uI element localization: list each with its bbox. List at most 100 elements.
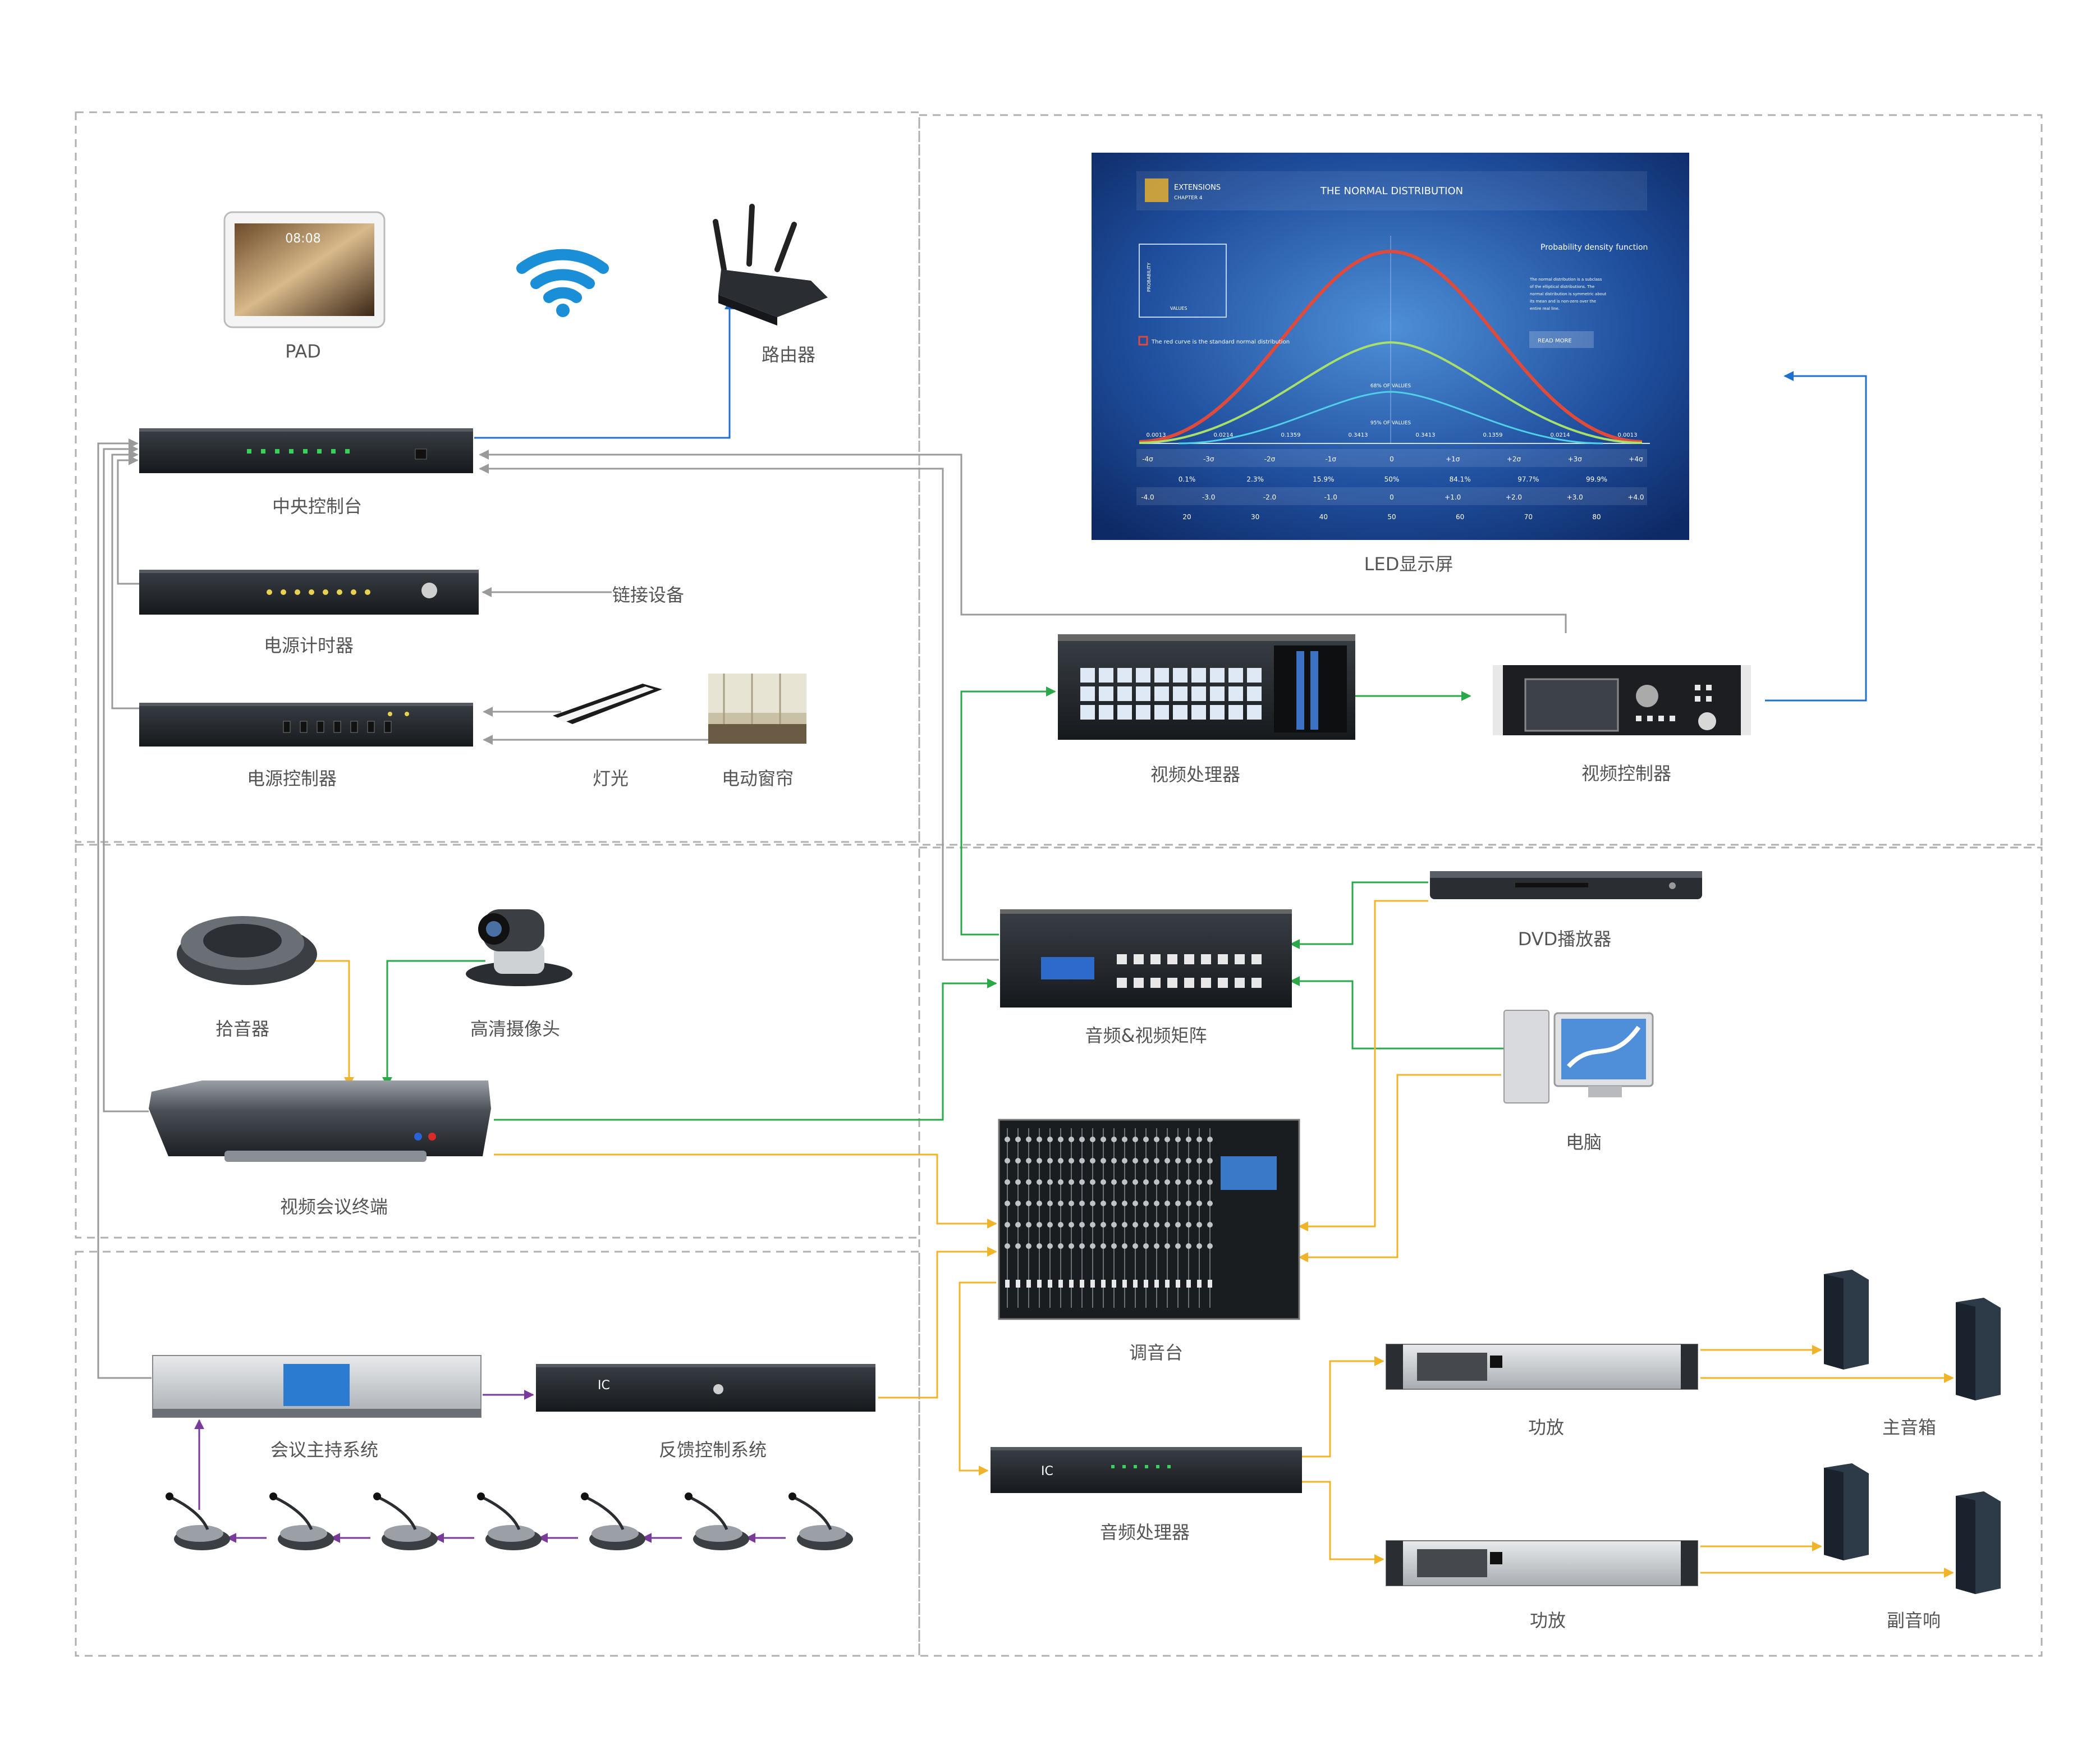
mixer-knob (1101, 1243, 1106, 1249)
screen-pct-label: 97.7% (1517, 475, 1539, 483)
matrix-key (1184, 978, 1194, 988)
mixer-knob (1111, 1222, 1117, 1228)
matrix-key (1167, 978, 1177, 988)
mixer-knob (1143, 1137, 1149, 1142)
microphone-icon (788, 1492, 853, 1550)
mixer-fader (1016, 1280, 1020, 1288)
mixer-knob (1196, 1222, 1202, 1228)
mixer-fader (1037, 1280, 1042, 1288)
mixer-knob (1015, 1222, 1021, 1228)
matrix-key (1167, 954, 1177, 964)
mixer-fader (1165, 1280, 1170, 1288)
mixer-knob (1069, 1243, 1074, 1249)
mixer-knob (1069, 1158, 1074, 1164)
microphone-icon (177, 916, 317, 985)
mixer-knob (1186, 1179, 1191, 1185)
video-processor-key (1247, 668, 1262, 683)
mixer-knob (1132, 1201, 1138, 1206)
screen-sigma-label: -4σ (1142, 455, 1153, 463)
mixer-fader (1080, 1280, 1084, 1288)
mixer-fader (1186, 1280, 1191, 1288)
label-curtain: 电动窗帘 (721, 768, 794, 789)
line-audioproc-amp1 (1302, 1356, 1384, 1458)
mixer-knob (1111, 1158, 1117, 1164)
screen-side-text-line: of the elliptical distributions. The (1530, 285, 1594, 289)
mixer-fader (1112, 1280, 1116, 1288)
label-power-controller: 电源控制器 (246, 768, 337, 789)
led-screen-device (1092, 153, 1689, 540)
mixer-fader (1069, 1280, 1074, 1288)
mixer-fader (1197, 1280, 1202, 1288)
screen-pct-label: 15.9% (1313, 475, 1334, 483)
microphone-icon (685, 1492, 749, 1550)
video-processor-device (1058, 634, 1355, 740)
mixer-knob (1026, 1158, 1031, 1164)
screen-z-label: -4.0 (1141, 493, 1154, 501)
mixer-knob (1143, 1158, 1149, 1164)
mixer-fader (1176, 1280, 1180, 1288)
screen-sigma-label: +1σ (1446, 455, 1460, 463)
svg-text:08:08: 08:08 (285, 232, 320, 246)
mixer-knob (1122, 1137, 1127, 1142)
mixer-knob (1111, 1243, 1117, 1249)
video-processor-key (1117, 705, 1132, 720)
mixer-knob (1015, 1201, 1021, 1206)
mixer-knob (1037, 1201, 1042, 1206)
video-processor-key (1191, 686, 1206, 701)
label-amplifier-1: 功放 (1528, 1417, 1565, 1438)
mixer-knob (1058, 1222, 1063, 1228)
zone-control (75, 111, 920, 843)
mixer-knob (1005, 1222, 1010, 1228)
mixer-fader (1048, 1280, 1052, 1288)
screen-score-label: 20 (1182, 513, 1191, 521)
zone-display (918, 114, 2043, 846)
mixer-knob (1111, 1201, 1117, 1206)
mixer-knob (1069, 1137, 1074, 1142)
computer-icon (1503, 1010, 1654, 1103)
label-central-console: 中央控制台 (272, 496, 363, 517)
mixer-knob (1132, 1179, 1138, 1185)
mixer-knob (1015, 1137, 1021, 1142)
mixer-knob (1207, 1243, 1213, 1249)
screen-score-label: 60 (1456, 513, 1464, 521)
line-console-router (474, 299, 735, 439)
line-dvd-matrix (1290, 881, 1428, 949)
mixer-knob (1090, 1137, 1095, 1142)
mixer-fader (1090, 1280, 1095, 1288)
screen-brand: EXTENSIONS (1174, 184, 1221, 192)
conference-lines (194, 1390, 786, 1543)
mixer-knob (1196, 1137, 1202, 1142)
mixer-knob (1132, 1137, 1138, 1142)
mixer-fader (1144, 1280, 1148, 1288)
mixer-knob (1122, 1243, 1127, 1249)
speaker-icon (1956, 1298, 2001, 1400)
mixer-knob (1101, 1137, 1106, 1142)
label-power-timer: 电源计时器 (263, 635, 354, 656)
screen-score-label: 40 (1319, 513, 1328, 521)
mixer-knob (1047, 1179, 1053, 1185)
matrix-key (1201, 954, 1211, 964)
mixer-knob (1207, 1179, 1213, 1185)
line-matrix-vidproc (960, 686, 1056, 936)
normal-curve-green (1139, 341, 1643, 444)
screen-sigma-label: +4σ (1629, 455, 1643, 463)
mixer-knob (1154, 1222, 1159, 1228)
mixer-knob (1037, 1158, 1042, 1164)
screen-prob-label: 0.3413 (1416, 432, 1436, 438)
zone-borders (75, 111, 2043, 1657)
power-timer-device (139, 570, 479, 615)
video-processor-key (1154, 686, 1169, 701)
mixer-knob (1058, 1243, 1063, 1249)
matrix-key (1218, 954, 1228, 964)
matrix-key (1251, 954, 1262, 964)
line-vc-mixer (494, 1153, 997, 1229)
mixer-knob (1207, 1222, 1213, 1228)
mixer-knob (1143, 1179, 1149, 1185)
amplifier-1-device (1386, 1344, 1698, 1390)
mixer-knob (1186, 1137, 1191, 1142)
video-controller-device (1493, 665, 1751, 735)
mixer-knob (1154, 1137, 1159, 1142)
screen-sigma-label: 0 (1390, 455, 1394, 463)
mixer-knob (1122, 1158, 1127, 1164)
screen-red-note: The red curve is the standard normal dis… (1151, 339, 1290, 345)
